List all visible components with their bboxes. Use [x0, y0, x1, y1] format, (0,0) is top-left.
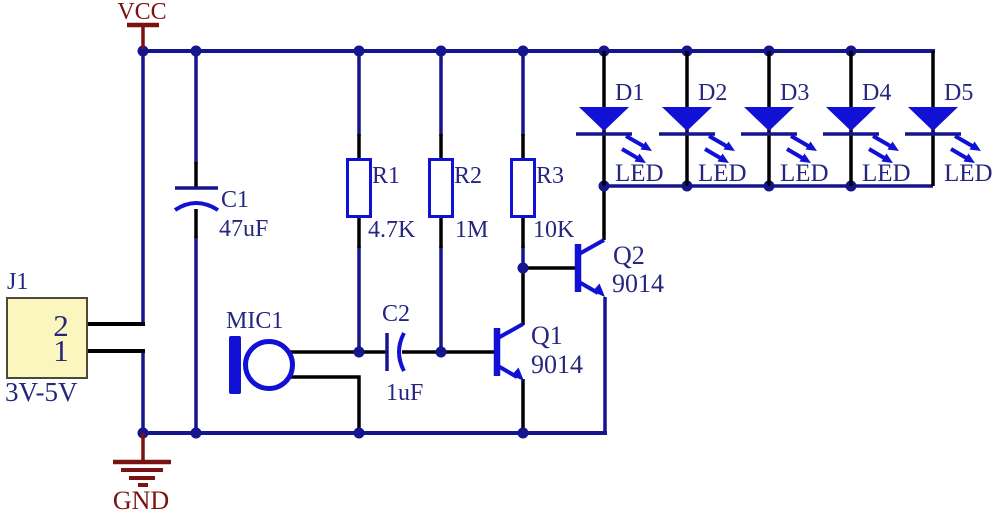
transistor-q2-part: 9014 — [612, 269, 664, 298]
transistor-q1-ref: Q1 — [531, 321, 563, 350]
led-d3-type: LED — [780, 160, 829, 187]
led-d5: D5 LED — [903, 49, 993, 188]
led-d5-type: LED — [944, 160, 993, 187]
resistor-r2: R2 1M — [428, 158, 488, 243]
mic-back-plate — [229, 336, 241, 394]
led-d4-type: LED — [862, 160, 911, 187]
capacitor-c2-ref: C2 — [382, 301, 410, 327]
led-d1-type: LED — [615, 160, 664, 187]
capacitor-c1-value: 47uF — [219, 216, 268, 242]
led-d3: D3 LED — [739, 49, 829, 188]
led-d4-ref: D4 — [862, 80, 891, 106]
transistor-q1-part: 9014 — [531, 350, 583, 379]
capacitor-c2-value: 1uF — [386, 380, 423, 406]
resistor-r1-ref: R1 — [372, 163, 400, 189]
led-d2-ref: D2 — [698, 80, 727, 106]
resistor-r1-value: 4.7K — [368, 217, 416, 243]
junction-dot — [353, 346, 365, 358]
led-d2-type: LED — [698, 160, 747, 187]
resistor-r3: R3 10K — [510, 158, 575, 243]
junction-dot — [137, 45, 149, 57]
led-d1: D1 LED — [574, 49, 664, 188]
npn-symbol — [497, 324, 524, 381]
connector-j1-voltage: 3V-5V — [5, 377, 78, 407]
capacitor-c1-ref: C1 — [221, 187, 249, 213]
led-d1-ref: D1 — [615, 80, 644, 106]
gnd-symbol: GND — [113, 433, 171, 515]
resistor-r3-ref: R3 — [536, 163, 564, 189]
resistor-r1-body — [346, 158, 372, 218]
resistor-r1: R1 4.7K — [346, 158, 416, 243]
junction-dot — [517, 262, 529, 274]
pin-2-label: 2 — [53, 308, 69, 343]
led-d2: D2 LED — [657, 49, 747, 188]
led-d5-ref: D5 — [944, 80, 973, 106]
led-d3-ref: D3 — [780, 80, 809, 106]
mic-body — [243, 339, 295, 391]
junction-dot — [353, 45, 365, 57]
vcc-power-symbol: VCC — [117, 0, 167, 49]
resistor-r2-ref: R2 — [454, 163, 482, 189]
resistor-r3-value: 10K — [533, 217, 575, 243]
connector-j1-body — [6, 297, 88, 379]
resistor-r2-body — [428, 158, 454, 218]
transistor-q2: Q2 9014 — [578, 240, 664, 298]
junction-dot — [435, 346, 447, 358]
pin-1-label: 1 — [53, 333, 69, 368]
junction-dot — [190, 427, 202, 439]
npn-symbol — [578, 240, 605, 297]
microphone-mic1: MIC1 — [226, 308, 295, 394]
transistor-q1: Q1 9014 — [497, 321, 583, 381]
gnd-label: GND — [113, 486, 169, 515]
junction-dot — [517, 427, 529, 439]
junction-dot — [190, 45, 202, 57]
led-d4: D4 LED — [821, 49, 911, 188]
microphone-mic1-ref: MIC1 — [226, 308, 283, 334]
junction-dot — [517, 45, 529, 57]
connector-j1: J1 2 1 3V-5V — [5, 269, 88, 407]
capacitor-c1: C1 47uF — [173, 186, 268, 242]
resistor-r3-body — [510, 158, 536, 218]
capacitor-c2: C2 1uF — [382, 301, 423, 406]
junction-dots — [137, 45, 857, 439]
junction-dot — [353, 427, 365, 439]
transistor-q2-ref: Q2 — [613, 241, 645, 270]
vcc-label: VCC — [117, 0, 166, 25]
junction-dot — [435, 45, 447, 57]
connector-j1-ref: J1 — [7, 269, 28, 295]
resistor-r2-value: 1M — [455, 217, 488, 243]
